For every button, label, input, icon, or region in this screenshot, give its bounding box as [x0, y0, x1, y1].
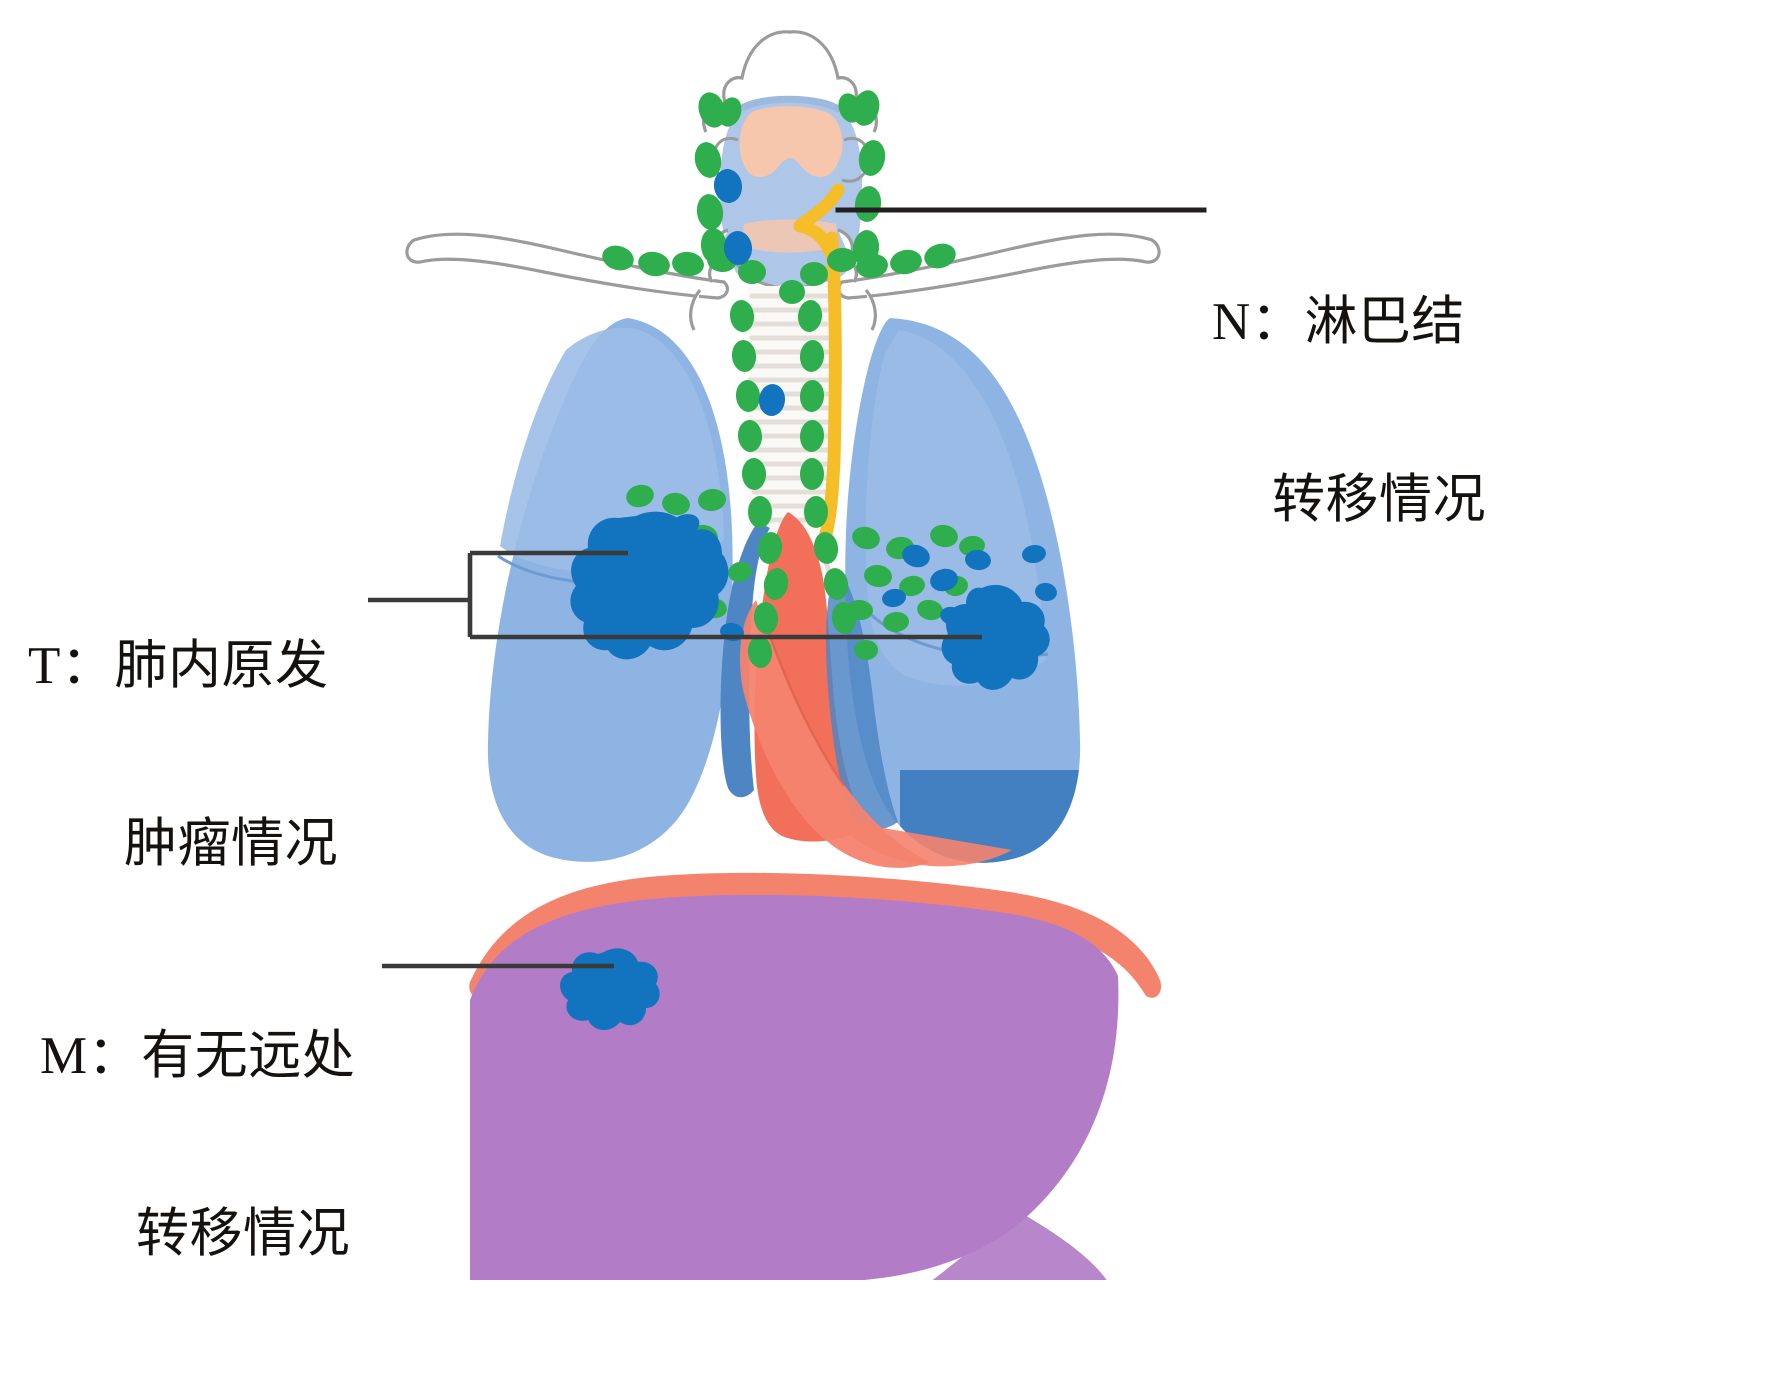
callout-n-line2: 转移情况 [1272, 470, 1487, 529]
leader-line-t [368, 550, 982, 640]
callout-t-line1: T：肺内原发 [28, 636, 329, 695]
tumor-liver-metastasis [560, 948, 660, 1031]
figure-canvas: N：淋巴结 转移情况 T：肺内原发 肿瘤情况 M：有无远处 转移情况 [28, 30, 1486, 1280]
anatomy-illustration [368, 30, 1207, 1280]
callout-m-line1: M：有无远处 [40, 1026, 356, 1085]
callout-m-line2: 转移情况 [136, 1204, 351, 1263]
callout-t: T：肺内原发 肿瘤情况 [28, 518, 338, 993]
tumor-right-lung [570, 511, 729, 660]
callout-t-line2: 肿瘤情况 [124, 814, 339, 873]
callout-m: M：有无远处 转移情况 [40, 908, 355, 1383]
vagus-nerve [793, 183, 845, 541]
clavicle-bones [405, 228, 1161, 331]
tumor-left-lung [941, 584, 1050, 690]
callout-n: N：淋巴结 转移情况 [1212, 174, 1486, 649]
callout-n-line1: N：淋巴结 [1212, 292, 1465, 351]
liver [470, 894, 1119, 1280]
lymph-node-group [602, 90, 985, 668]
